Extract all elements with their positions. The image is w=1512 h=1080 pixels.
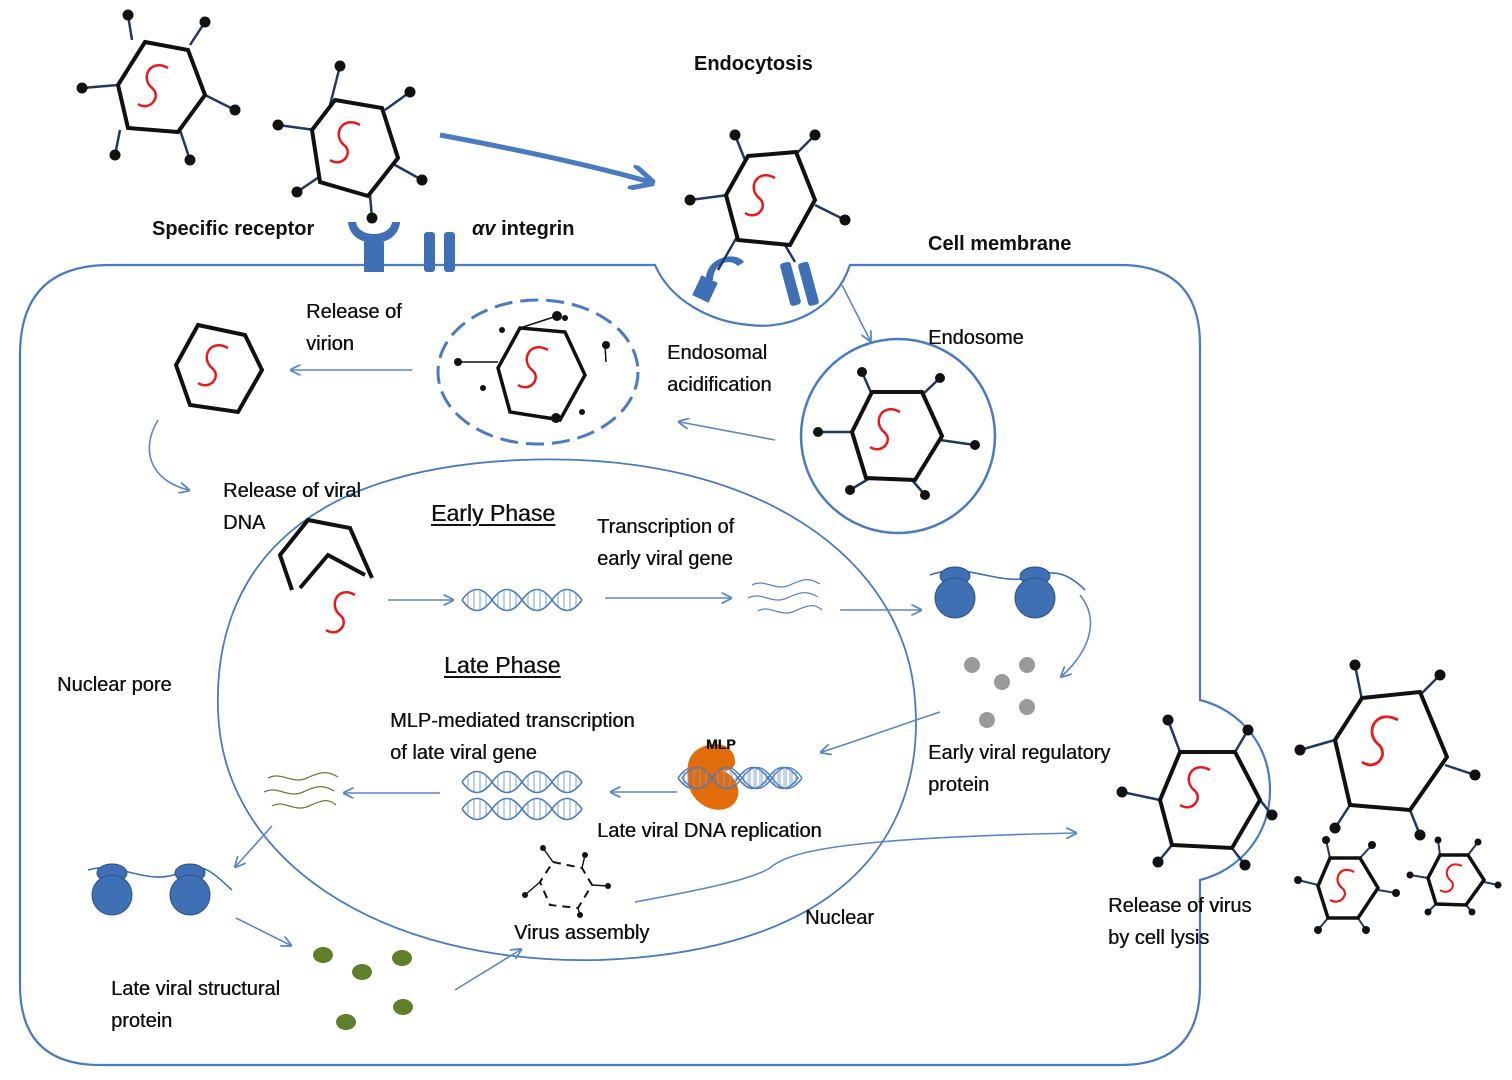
acidified-endosome-icon [436,298,640,446]
label-cell-membrane: Cell membrane [928,233,1072,255]
label-av-integrin: αv integrin [472,213,574,245]
label-virus-assembly: Virus assembly [514,922,650,944]
label-transcription-early: Transcription of early viral gene [597,511,734,575]
label-line: Early viral regulatory [928,742,1111,764]
early-mrna-icon [747,578,823,614]
virus-assembly-icon [522,845,611,918]
label-endosomal-acidification: Endosomal acidification [667,337,772,401]
label-early-phase: Early Phase [431,500,556,526]
dna-helix-icon [461,588,583,612]
label-endocytosis: Endocytosis [694,53,813,75]
dna-helix-icon [461,770,583,794]
virion-icon [1294,836,1400,934]
arrows [148,132,1092,991]
label-mlp: MLP [706,736,736,752]
label-release-by-lysis: Release of virus by cell lysis [1108,890,1251,954]
label-early-viral-regulatory-protein: Early viral regulatory protein [928,737,1110,801]
virion-icon [76,9,241,166]
label-nuclear: Nuclear [805,907,874,929]
av-integrin-icon [424,232,455,272]
dna-helix-icon [461,797,583,821]
virion-icon [684,129,851,271]
late-mrna-icon [263,771,339,809]
label-line: Endosomal [667,342,768,364]
virion-icon [1116,714,1278,871]
label-line: MLP-mediated transcription [390,710,635,732]
label-late-viral-dna-replication: Late viral DNA replication [597,820,822,842]
label-line: protein [928,774,990,796]
endocytosis-receptor-icon [692,256,744,303]
label-line: Release of [306,301,402,323]
endocytosis-integrin-icon [780,261,819,306]
label-release-of-viral-dna: Release of viral DNA [223,475,361,539]
virion-capsid-icon [173,322,265,415]
ribosome-icon [929,566,1086,619]
dna-helix-icon [681,766,803,790]
label-line: virion [306,333,354,355]
label-line: early viral gene [597,548,733,570]
label-line: Release of viral [223,480,361,502]
label-late-phase: Late Phase [444,652,561,678]
label-line: by cell lysis [1108,927,1210,949]
virion-icon [1294,659,1481,841]
label-endosome: Endosome [928,327,1024,349]
label-line: protein [111,1010,173,1032]
label-nuclear-pore: Nuclear pore [57,674,172,696]
early-viral-regulatory-protein-icon [964,657,1035,728]
label-specific-receptor: Specific receptor [152,218,315,240]
label-late-viral-structural-protein: Late viral structural protein [111,973,280,1037]
label-line: acidification [667,374,772,396]
endosome-icon [799,337,997,535]
virion-icon [272,60,428,224]
label-line: DNA [223,512,266,534]
label-line: of late viral gene [390,742,537,764]
nucleus-envelope [217,458,917,961]
cell-membrane [18,263,1272,1067]
label-av-symbol: αv [472,218,496,240]
label-release-of-virion: Release of virion [306,296,402,360]
broken-capsid-icon [277,517,374,634]
label-line: Release of virus [1108,895,1252,917]
ribosome-icon [87,863,233,916]
late-viral-structural-protein-icon [313,947,413,1030]
label-line: Late viral structural [111,978,280,1000]
label-mlp-transcription: MLP-mediated transcription of late viral… [390,705,635,769]
virion-icon [1406,836,1502,916]
specific-receptor-icon [348,222,400,272]
label-integrin-word: integrin [501,218,575,240]
label-line: Transcription of [597,516,735,538]
